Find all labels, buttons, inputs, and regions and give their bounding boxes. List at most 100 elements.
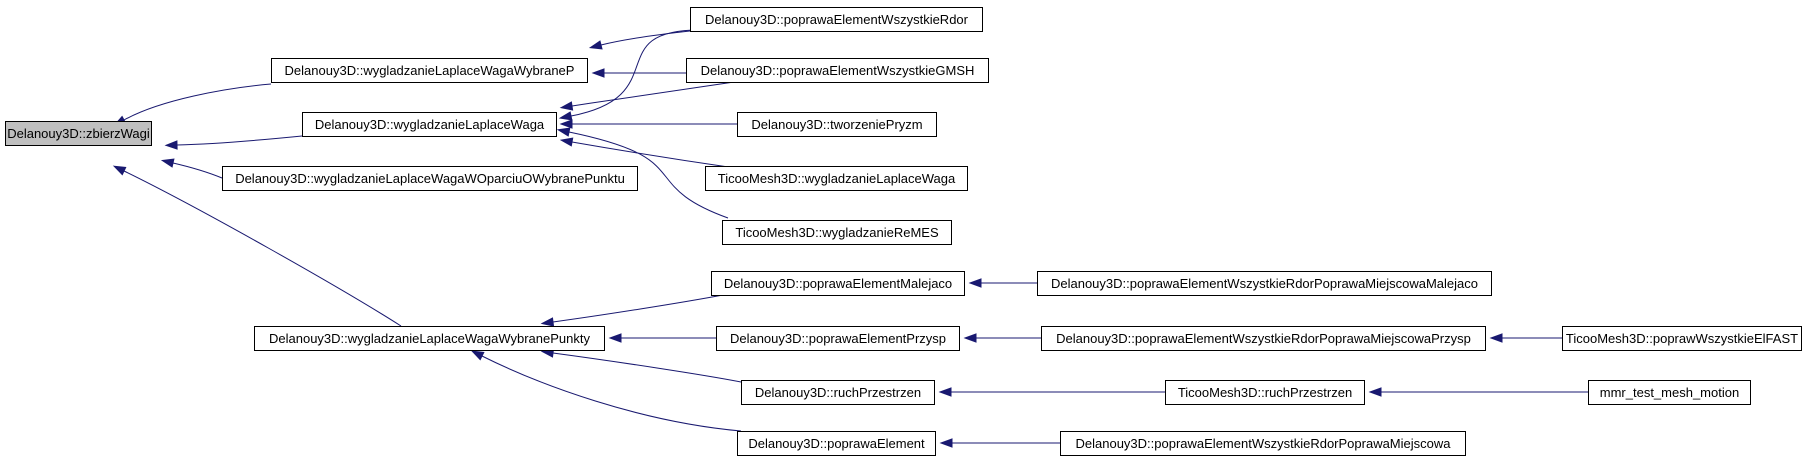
edge-arrowhead — [559, 119, 573, 129]
edge-arrowhead — [938, 387, 952, 397]
node-label: Delanouy3D::poprawaElementWszystkieRdor — [705, 12, 969, 27]
node-box[interactable] — [1037, 271, 1492, 296]
node-poprawa[interactable]: Delanouy3D::poprawaElement — [737, 431, 936, 456]
node-box[interactable] — [690, 7, 983, 32]
node-pemMalejaco[interactable]: Delanouy3D::poprawaElementMalejaco — [711, 271, 965, 296]
edge-pemPrzysp-to-wlwWybranePunkty — [608, 333, 716, 343]
node-pewGMSH[interactable]: Delanouy3D::poprawaElementWszystkieGMSH — [686, 58, 989, 83]
node-box[interactable] — [1060, 431, 1466, 456]
edge-line — [571, 141, 736, 169]
node-label: TicooMesh3D::poprawWszystkieElFAST — [1566, 331, 1798, 346]
edge-ticooRuch-to-ruch — [938, 387, 1165, 397]
node-box[interactable] — [1588, 380, 1751, 405]
edge-line — [172, 162, 223, 179]
node-wlwWybranePunkty[interactable]: Delanouy3D::wygladzanieLaplaceWagaWybran… — [254, 326, 605, 351]
node-box[interactable] — [302, 112, 557, 137]
edge-arrowhead — [559, 101, 574, 111]
edge-arrowhead — [591, 68, 605, 78]
node-label: Delanouy3D::poprawaElement — [748, 436, 925, 451]
node-mmr[interactable]: mmr_test_mesh_motion — [1588, 380, 1751, 405]
node-ticooPoprawWsz[interactable]: TicooMesh3D::poprawWszystkieElFAST — [1562, 326, 1802, 351]
edge-pewrpm-to-poprawa — [939, 438, 1060, 448]
edge-arrowhead — [558, 111, 573, 121]
node-box[interactable] — [5, 121, 152, 146]
node-pewrpmMalejaco[interactable]: Delanouy3D::poprawaElementWszystkieRdorP… — [1037, 271, 1492, 296]
node-box[interactable] — [1562, 326, 1802, 351]
edge-line — [552, 294, 724, 323]
edge-arrowhead — [968, 278, 982, 288]
node-ticooReMES[interactable]: TicooMesh3D::wygladzanieReMES — [722, 220, 952, 245]
edge-wlwOparciu-to-zbierz — [160, 158, 223, 179]
node-label: Delanouy3D::wygladzanieLaplaceWaga — [315, 117, 545, 132]
edge-arrowhead — [1368, 387, 1382, 397]
node-box[interactable] — [705, 166, 968, 191]
node-wlw[interactable]: Delanouy3D::wygladzanieLaplaceWaga — [302, 112, 557, 137]
edge-line — [600, 30, 691, 46]
node-box[interactable] — [271, 58, 588, 83]
node-label: TicooMesh3D::ruchPrzestrzen — [1178, 385, 1352, 400]
node-box[interactable] — [222, 166, 638, 191]
edge-pewGMSH-to-wlwWybraneP — [591, 68, 686, 78]
edge-arrowhead — [160, 158, 175, 168]
node-box[interactable] — [722, 220, 952, 245]
edge-ticooWlw-to-wlw — [559, 137, 736, 169]
node-label: mmr_test_mesh_motion — [1600, 385, 1739, 400]
edge-line — [123, 83, 272, 121]
node-label: Delanouy3D::zbierzWagi — [7, 126, 150, 141]
node-box[interactable] — [1165, 380, 1365, 405]
node-box[interactable] — [711, 271, 965, 296]
node-box[interactable] — [686, 58, 989, 83]
node-label: Delanouy3D::wygladzanieLaplaceWagaWybran… — [285, 63, 575, 78]
edge-arrowhead — [164, 140, 178, 150]
node-pemPrzysp[interactable]: Delanouy3D::poprawaElementPrzysp — [716, 326, 960, 351]
edge-line — [570, 29, 701, 117]
edge-arrowhead — [1489, 333, 1503, 343]
node-label: Delanouy3D::tworzeniePryzm — [751, 117, 922, 132]
node-label: TicooMesh3D::wygladzanieLaplaceWaga — [718, 171, 956, 186]
node-label: Delanouy3D::poprawaElementWszystkieRdorP… — [1056, 331, 1471, 346]
node-ticooWlw[interactable]: TicooMesh3D::wygladzanieLaplaceWaga — [705, 166, 968, 191]
edge-line — [552, 352, 742, 383]
edge-wlwWybraneP-to-zbierz — [113, 83, 272, 127]
node-wlwWybraneP[interactable]: Delanouy3D::wygladzanieLaplaceWagaWybran… — [271, 58, 588, 83]
node-ruch[interactable]: Delanouy3D::ruchPrzestrzen — [741, 380, 935, 405]
edge-ruch-to-wlwWybranePunkty — [540, 348, 742, 383]
edge-pewRdor-to-wlw — [558, 29, 701, 121]
node-label: Delanouy3D::poprawaElementMalejaco — [724, 276, 952, 291]
node-box[interactable] — [737, 112, 937, 137]
edge-wlwWybranePunkty-to-zbierz — [112, 165, 402, 327]
edge-line — [568, 131, 729, 219]
node-pewrpm[interactable]: Delanouy3D::poprawaElementWszystkieRdorP… — [1060, 431, 1466, 456]
node-box[interactable] — [741, 380, 935, 405]
node-zbierz[interactable]: Delanouy3D::zbierzWagi — [5, 121, 152, 146]
edge-pemMalejaco-to-wlwWybranePunkty — [540, 294, 724, 327]
edge-arrowhead — [608, 333, 622, 343]
node-label: Delanouy3D::poprawaElementPrzysp — [730, 331, 946, 346]
node-pewRdor[interactable]: Delanouy3D::poprawaElementWszystkieRdor — [690, 7, 983, 32]
node-box[interactable] — [716, 326, 960, 351]
node-wlwOparciu[interactable]: Delanouy3D::wygladzanieLaplaceWagaWOparc… — [222, 166, 638, 191]
node-ticooRuch[interactable]: TicooMesh3D::ruchPrzestrzen — [1165, 380, 1365, 405]
edge-arrowhead — [540, 317, 555, 327]
node-label: Delanouy3D::poprawaElementWszystkieRdorP… — [1076, 436, 1452, 451]
edge-arrowhead — [963, 333, 977, 343]
edge-wlw-to-zbierz — [164, 135, 303, 150]
node-box[interactable] — [254, 326, 605, 351]
edge-line — [481, 355, 742, 432]
edges — [112, 29, 1588, 448]
node-tworzenie[interactable]: Delanouy3D::tworzeniePryzm — [737, 112, 937, 137]
node-box[interactable] — [1041, 326, 1486, 351]
edge-pewrpmMalejaco-to-pemMalejaco — [968, 278, 1037, 288]
node-box[interactable] — [737, 431, 936, 456]
edge-pewRdor-to-wlwWybraneP — [588, 30, 691, 50]
edge-pewGMSH-to-wlw — [559, 81, 735, 111]
node-label: Delanouy3D::poprawaElementWszystkieRdorP… — [1051, 276, 1478, 291]
node-label: TicooMesh3D::wygladzanieReMES — [735, 225, 939, 240]
node-label: Delanouy3D::poprawaElementWszystkieGMSH — [701, 63, 975, 78]
edge-ticooPoprawWsz-to-pewrpmPrzysp — [1489, 333, 1562, 343]
node-label: Delanouy3D::wygladzanieLaplaceWagaWybran… — [269, 331, 590, 346]
nodes: Delanouy3D::zbierzWagiDelanouy3D::wyglad… — [5, 7, 1802, 456]
node-pewrpmPrzysp[interactable]: Delanouy3D::poprawaElementWszystkieRdorP… — [1041, 326, 1486, 351]
edge-arrowhead — [588, 40, 603, 50]
